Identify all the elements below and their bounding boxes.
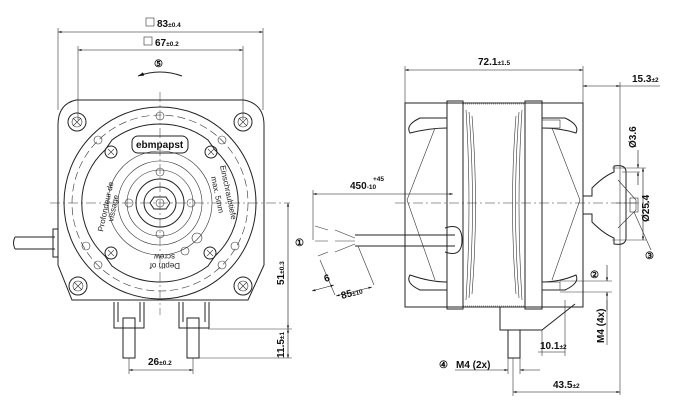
dim-mount: 43.5±2 [553, 380, 580, 391]
thread-m4-2x: M4 (2x) [456, 360, 490, 371]
dim-hub: 15.3±2 [632, 74, 659, 85]
dim-height-51: 51±0.3 [276, 261, 287, 285]
bolt-icon [67, 112, 253, 296]
rotation-arrow-icon [137, 71, 183, 77]
dim-lead-length: 85±10 [340, 285, 364, 301]
label-depth-of: Depth of [149, 261, 180, 270]
dim-foot: 10.1±2 [540, 341, 567, 352]
front-view: 83±0.4 67±0.2 ⑤ [13, 17, 292, 374]
dim-hub-diameter: Ø25.4 [641, 194, 652, 222]
dim-pin-spacing: 26±0.2 [148, 357, 172, 368]
callout-4: ④ [439, 360, 448, 371]
dim-bore-diameter: Ø3.6 [628, 126, 639, 148]
thread-m4-4x: M4 (4x) [596, 309, 607, 343]
dim-length: 72.1±1.5 [478, 57, 510, 68]
dim-strip-length: 6 [323, 273, 332, 285]
dim-outer-square: 83±0.4 [157, 19, 181, 30]
callout-5: ⑤ [154, 59, 163, 70]
callout-1: ① [295, 238, 304, 249]
dim-inner-square: 67±0.2 [155, 38, 179, 49]
brand-logo: ebmpapst [136, 140, 184, 151]
label-screw: screw [154, 252, 175, 261]
dim-stud-11-5: 11.5±1 [276, 332, 287, 358]
dim-cable-length: 450-10 [350, 181, 376, 192]
side-view: 72.1±1.5 15.3±2 Ø25.4 Ø3.6 ③ [295, 57, 660, 396]
callout-2: ② [590, 270, 599, 281]
callout-3: ③ [645, 251, 654, 262]
dim-cable-tol-up: +45 [373, 176, 384, 183]
